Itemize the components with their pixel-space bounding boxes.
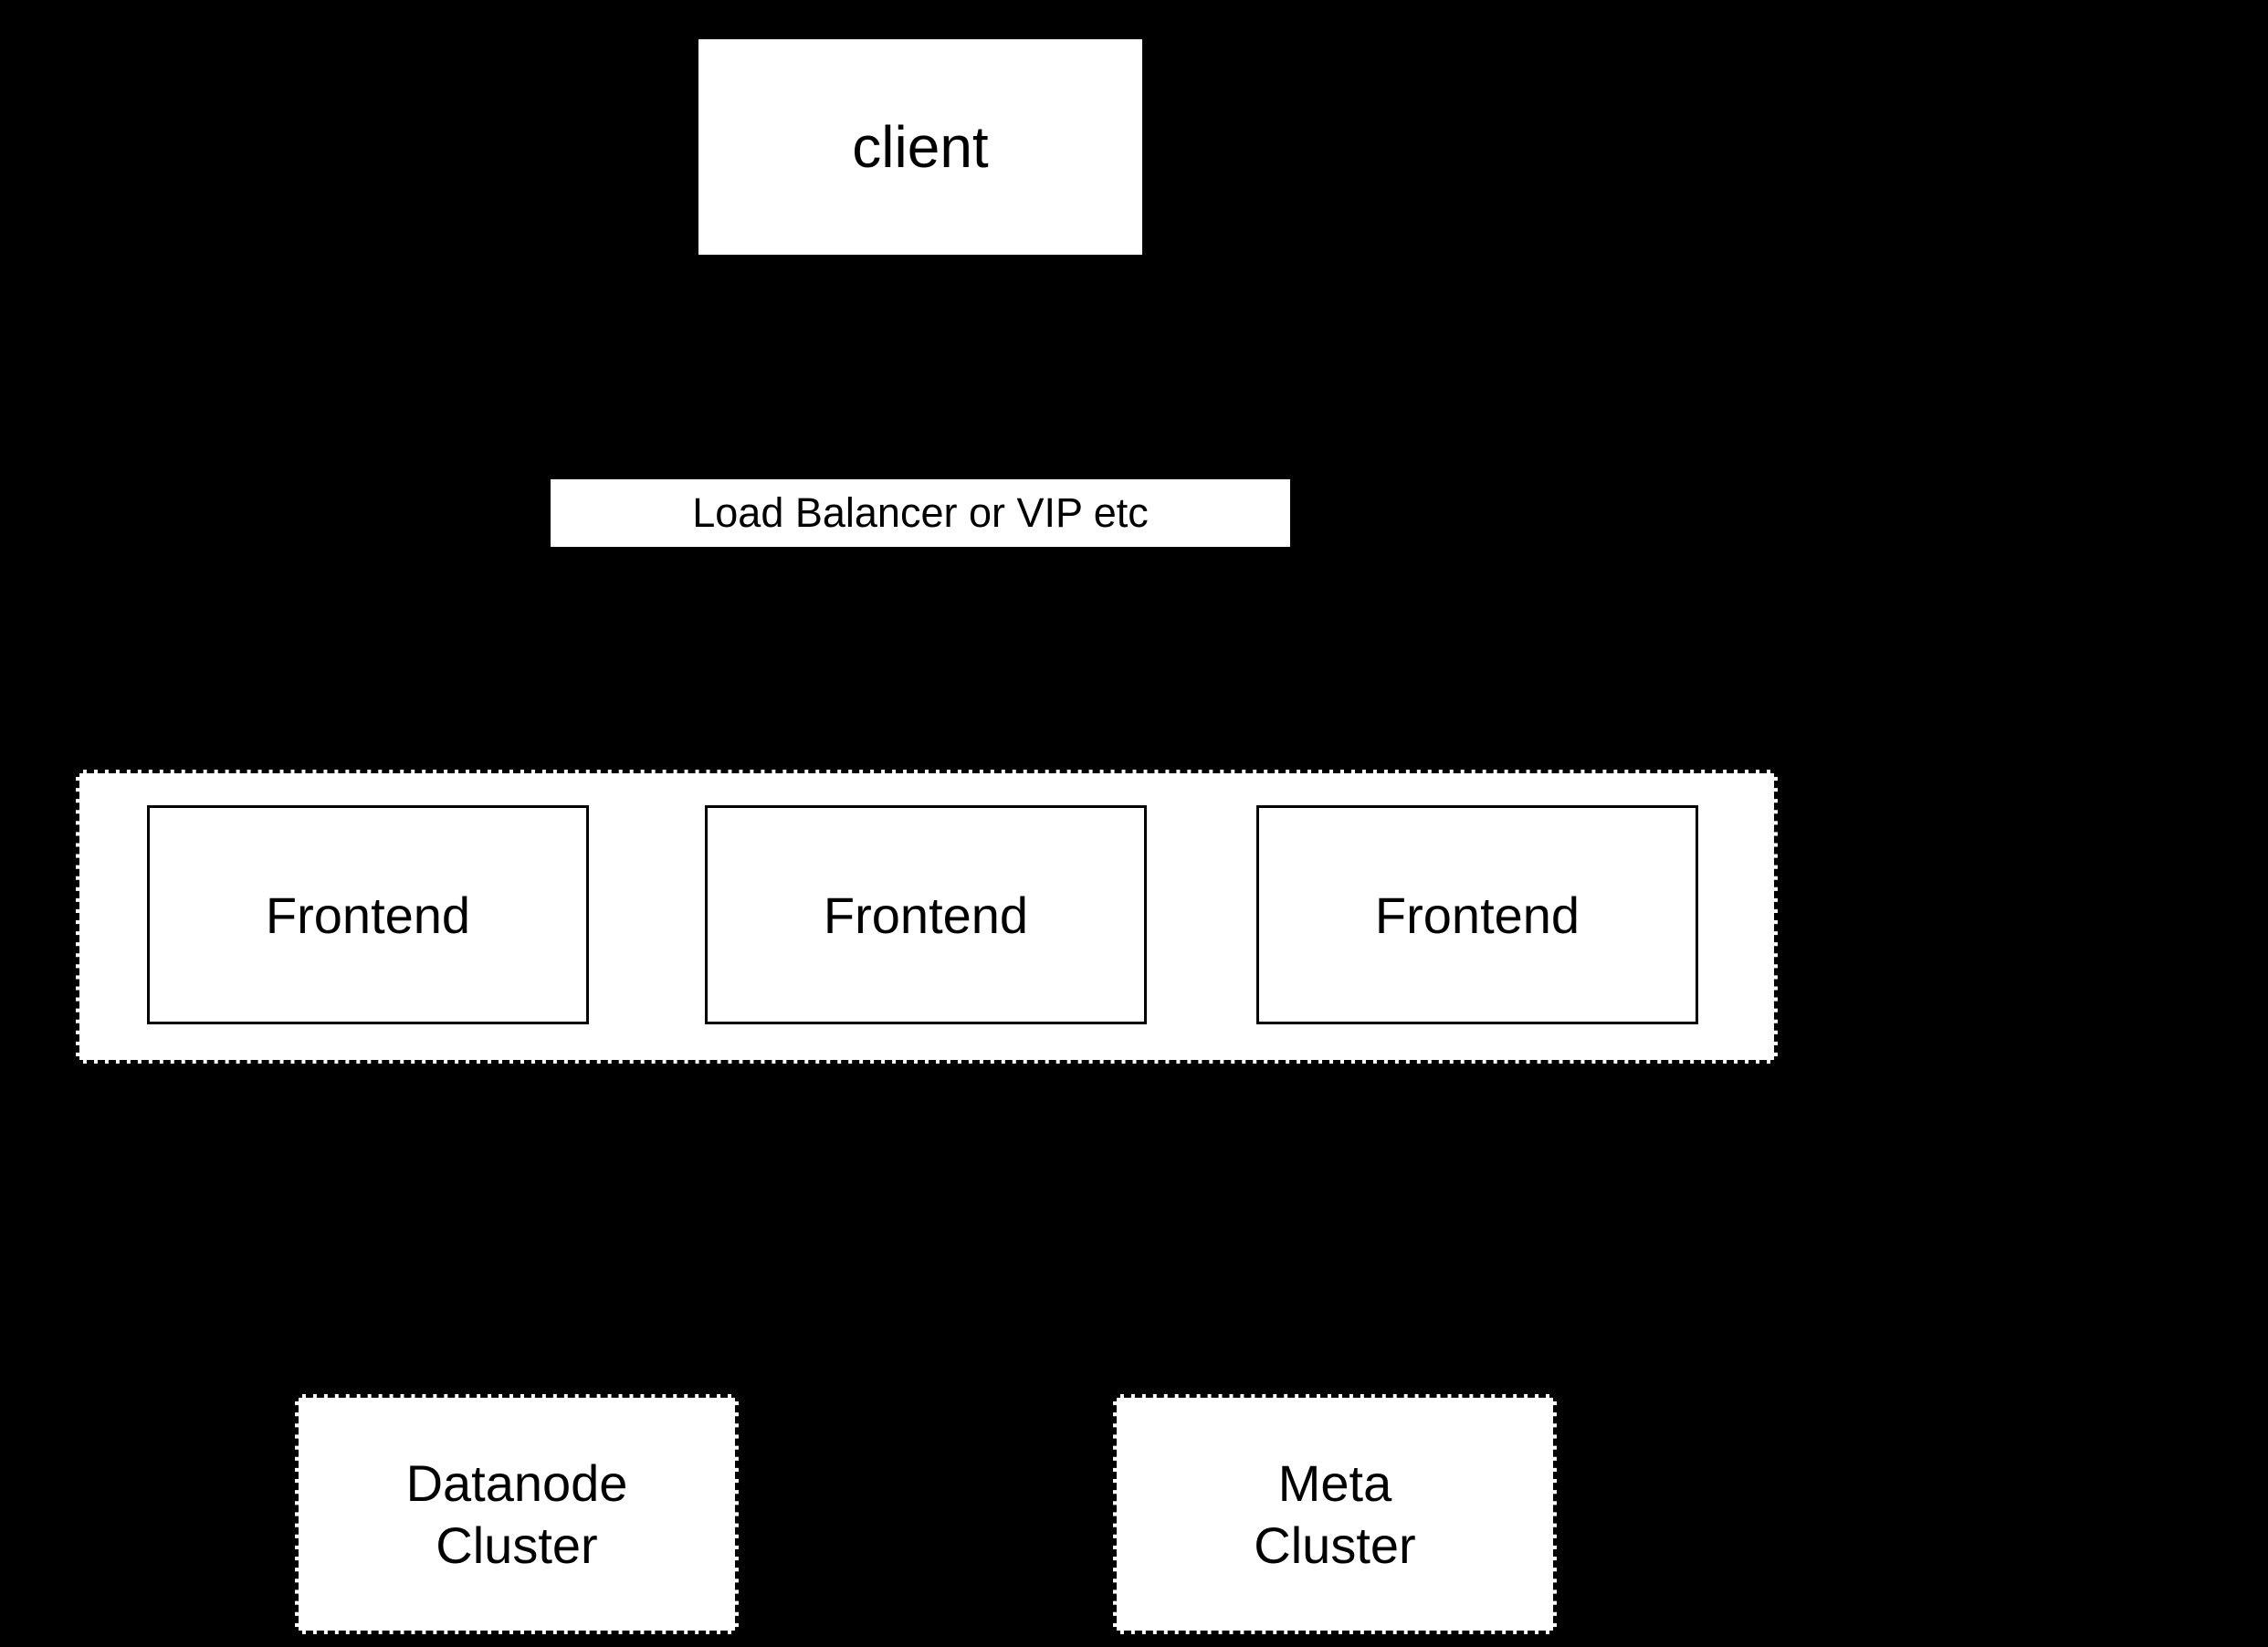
frontend-node-2: Frontend [705, 805, 1147, 1024]
frontend-node-1-label: Frontend [265, 886, 471, 944]
load-balancer-node-label: Load Balancer or VIP etc [692, 489, 1149, 536]
client-node: client [698, 39, 1142, 255]
datanode-cluster-label-line2: Cluster [436, 1516, 598, 1574]
frontend-node-3: Frontend [1256, 805, 1698, 1024]
client-node-label: client [852, 114, 989, 180]
frontend-node-1: Frontend [147, 805, 589, 1024]
frontend-node-2-label: Frontend [823, 886, 1029, 944]
meta-cluster-label-line1: Meta [1277, 1453, 1392, 1512]
datanode-cluster-label-line1: Datanode [405, 1453, 628, 1512]
datanode-cluster-node: Datanode Cluster [295, 1394, 739, 1634]
load-balancer-node: Load Balancer or VIP etc [551, 479, 1290, 547]
frontend-cluster-container: Frontend Frontend Frontend [76, 770, 1778, 1064]
meta-cluster-node: Meta Cluster [1113, 1394, 1557, 1634]
frontend-node-3-label: Frontend [1374, 886, 1580, 944]
meta-cluster-label-line2: Cluster [1254, 1516, 1416, 1574]
